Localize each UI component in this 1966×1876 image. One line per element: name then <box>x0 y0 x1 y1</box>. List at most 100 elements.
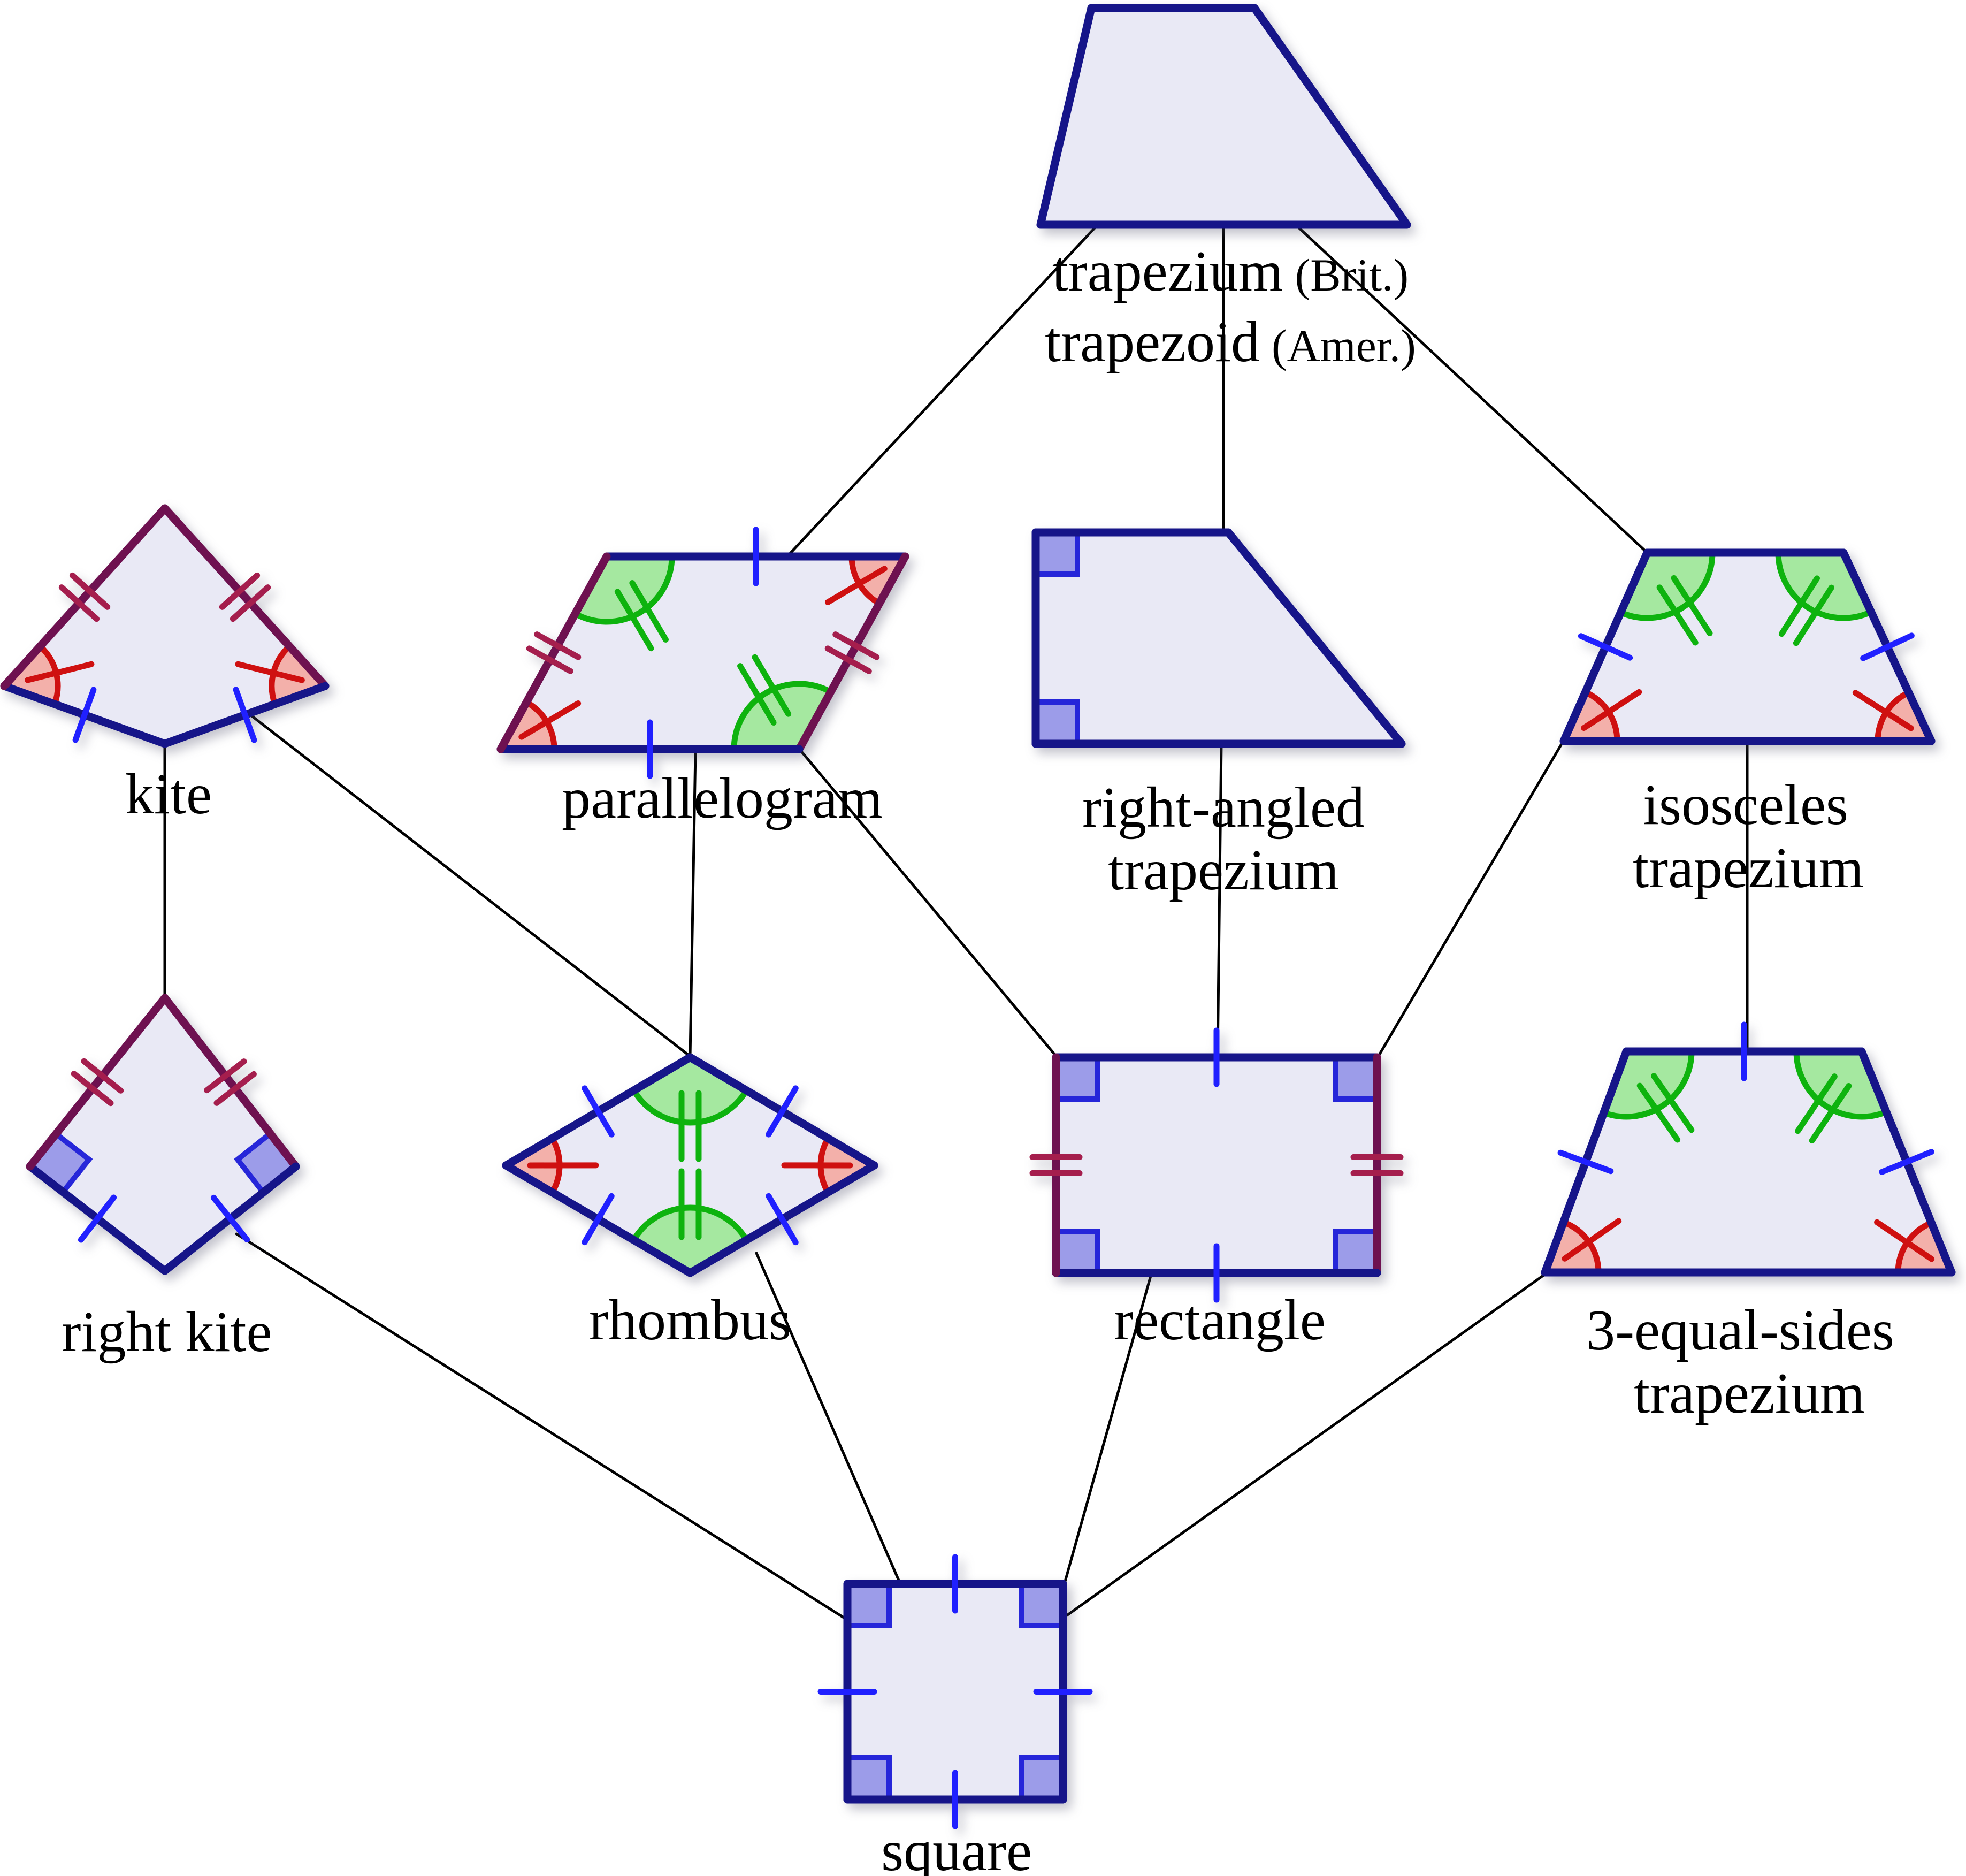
right-angle-mark <box>1333 1229 1380 1276</box>
label-rhombus-line1: rhombus <box>589 1288 791 1352</box>
right-angle-mark <box>1033 699 1080 746</box>
red-angle-tick <box>1581 689 1642 731</box>
double-tick-mark <box>81 1058 124 1094</box>
single-tick-mark <box>1860 632 1915 661</box>
green-angle-fill <box>633 1057 747 1123</box>
red-angle-tick <box>1874 1219 1935 1262</box>
green-angle-arc <box>631 1204 749 1242</box>
red-angle-tick <box>25 661 95 683</box>
double-tick-mark <box>832 631 880 660</box>
edge <box>1224 528 1406 748</box>
red-angle-tick <box>1852 690 1914 731</box>
label-trapezium-suffix: (Amer.) <box>1272 320 1416 371</box>
right-angle-mark <box>1053 1229 1100 1276</box>
double-tick-mark <box>204 1058 247 1094</box>
green-angle-arc <box>631 1088 749 1126</box>
green-angle-tick <box>1636 1082 1681 1143</box>
shape-trapezium <box>1036 4 1411 229</box>
label-trapezium-suffix: (Brit.) <box>1295 249 1409 301</box>
connector-parallelogram-to-rhombus <box>689 750 697 1058</box>
connector-trapezium-to-parallelogram <box>782 224 1098 562</box>
single-tick-mark <box>582 1193 615 1246</box>
red-angle-tick <box>1562 1218 1622 1262</box>
shape-rhombus <box>502 1053 878 1277</box>
green-angle-tick <box>629 580 669 643</box>
green-angle-tick <box>614 589 654 652</box>
green-angle-tick <box>1671 575 1713 637</box>
edge <box>160 504 330 690</box>
connector-right-kite-to-square <box>235 1232 850 1622</box>
double-tick-mark <box>534 631 582 660</box>
red-angle-fill <box>1878 692 1931 741</box>
label-isosceles-trapezium-line1: isosceles <box>1643 773 1848 837</box>
edge <box>1036 4 1096 229</box>
single-tick-mark <box>78 1194 117 1243</box>
green-angle-arc <box>1619 552 1716 621</box>
shape-right-angled-trapezium-body <box>1036 532 1402 744</box>
label-three-equal-sides-trapezium-line1: 3-equal-sides <box>1586 1299 1894 1362</box>
label-trapezium-line1: trapezium(Brit.) <box>1052 240 1409 303</box>
green-angle-tick <box>1650 1073 1695 1133</box>
single-tick-mark <box>582 1085 615 1138</box>
green-angle-arc <box>1602 1051 1695 1120</box>
connector-kite-to-rhombus <box>249 713 692 1058</box>
double-tick-mark <box>824 645 872 674</box>
shape-three-equal-sides-trapezium-body <box>1545 1051 1952 1272</box>
single-tick-mark <box>210 1194 250 1243</box>
edge <box>1250 4 1411 229</box>
shape-parallelogram <box>496 527 909 779</box>
connector-parallelogram-to-rectangle <box>799 749 1059 1059</box>
connector-three-equal-sides-trapezium-to-square <box>1063 1272 1548 1619</box>
green-angle-tick <box>1795 1073 1838 1134</box>
single-tick-mark <box>1879 1149 1934 1175</box>
connector-rectangle-to-square <box>1062 1272 1153 1589</box>
right-angle-mark <box>845 1755 892 1802</box>
red-angle-tick <box>824 566 888 606</box>
red-angle-fill <box>1545 1222 1598 1272</box>
double-tick-mark <box>71 1071 114 1107</box>
green-angle-tick <box>1656 584 1699 646</box>
shape-kite <box>0 504 330 748</box>
right-angle-mark <box>1053 1055 1100 1102</box>
right-angle-mark <box>1019 1755 1066 1802</box>
right-angle-mark <box>1019 1581 1066 1628</box>
edge <box>795 552 909 753</box>
double-tick-mark <box>213 1071 257 1106</box>
shape-rectangle-body <box>1056 1057 1377 1273</box>
green-angle-arc <box>573 556 675 625</box>
connector-right-angled-trapezium-to-rectangle <box>1216 743 1223 1058</box>
shape-isosceles-trapezium <box>1559 548 1936 745</box>
label-square-line1: square <box>881 1819 1032 1876</box>
double-tick-mark <box>69 572 111 610</box>
green-angle-arc <box>731 681 832 750</box>
right-angle-mark <box>1033 530 1080 577</box>
shape-right-kite <box>26 994 300 1275</box>
edge <box>496 552 611 753</box>
double-tick-mark <box>526 645 573 674</box>
shape-right-kite-body <box>30 998 296 1271</box>
green-angle-tick <box>737 663 777 726</box>
label-right-kite-line1: right kite <box>62 1300 272 1364</box>
green-angle-arc <box>1793 1051 1888 1120</box>
edge <box>26 994 169 1171</box>
shape-isosceles-trapezium-body <box>1564 553 1931 741</box>
connector-isosceles-trapezium-to-rectangle <box>1376 741 1564 1058</box>
shape-rectangle <box>1029 1027 1404 1303</box>
edge <box>0 504 169 690</box>
double-tick-mark <box>219 572 261 610</box>
label-rectangle-line1: rectangle <box>1114 1288 1326 1352</box>
connector-trapezium-to-isosceles-trapezium <box>1295 224 1648 553</box>
shape-square <box>817 1554 1093 1829</box>
green-angle-tick <box>1809 1083 1852 1144</box>
label-right-angled-trapezium-line2: trapezium <box>1108 838 1339 902</box>
label-three-equal-sides-trapezium-line2: trapezium <box>1634 1362 1865 1425</box>
red-angle-fill <box>1898 1223 1952 1272</box>
connector-rhombus-to-square <box>755 1252 901 1584</box>
double-tick-mark <box>58 584 100 622</box>
edge <box>160 994 300 1171</box>
single-tick-mark <box>766 1193 799 1246</box>
red-angle-tick <box>518 700 582 740</box>
green-angle-fill <box>633 1208 747 1273</box>
